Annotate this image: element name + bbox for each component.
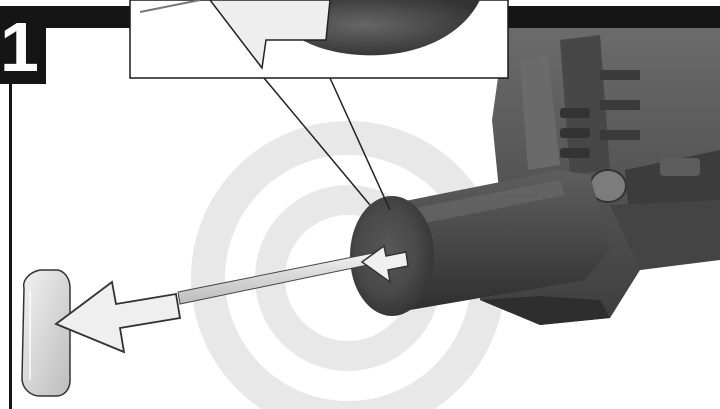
removal-arrow-icon — [54, 280, 182, 354]
left-rule — [9, 84, 12, 409]
step-number: 1 — [0, 8, 39, 86]
step-number-badge — [0, 6, 46, 84]
callout-arrow-icon — [209, 0, 331, 70]
push-arrow-icon — [360, 244, 409, 284]
removed-part — [21, 269, 71, 397]
barrel — [350, 170, 610, 316]
zoom-callout — [129, 0, 509, 211]
